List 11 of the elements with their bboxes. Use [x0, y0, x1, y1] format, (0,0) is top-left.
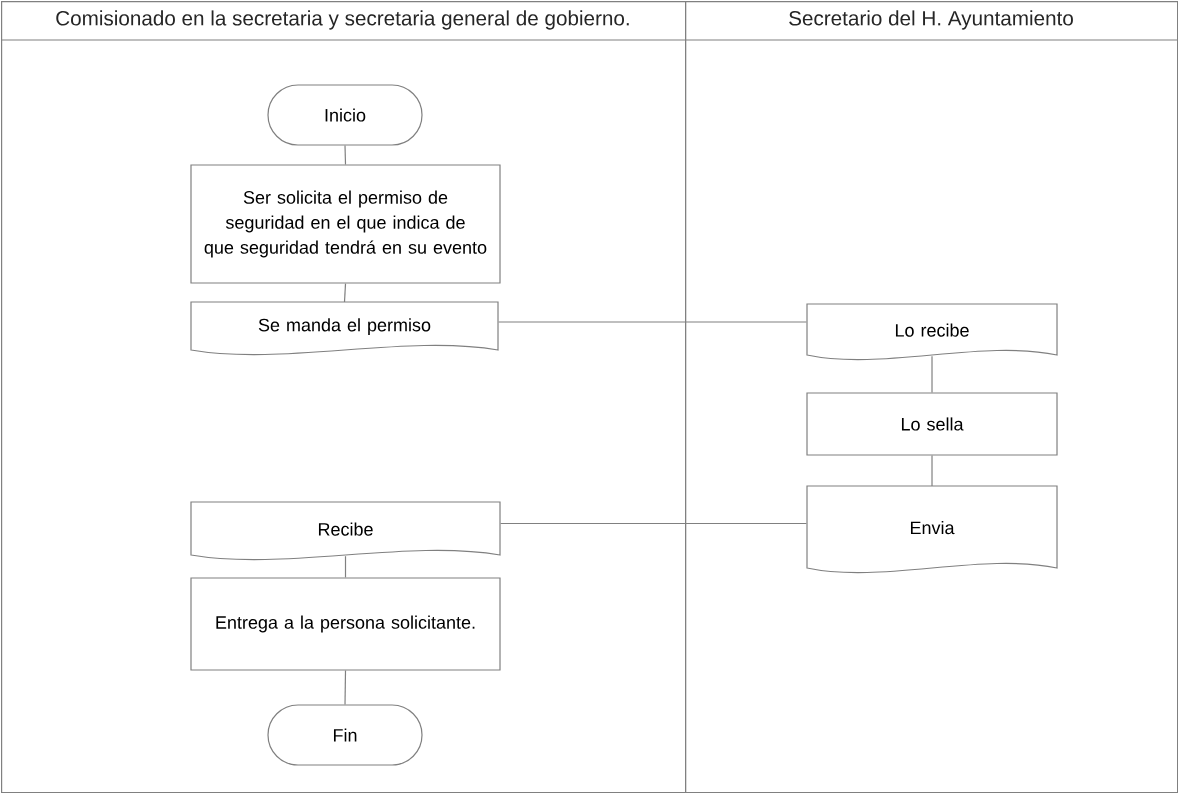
connector-line: [500, 522, 807, 525]
process-box: Entrega a la persona solicitante.: [190, 577, 501, 671]
connector-line: [343, 283, 347, 303]
connector-line: [344, 670, 347, 705]
process-box: Lo sella: [806, 392, 1058, 456]
connector-line: [498, 321, 807, 323]
connector-line: [931, 355, 933, 393]
connector-line: [931, 455, 933, 487]
process-box: Ser solicita el permiso de seguridad en el que indica de que seguridad tendrá en su evento: [190, 164, 501, 284]
connector-line: [344, 555, 347, 578]
connector-line: [344, 145, 347, 165]
